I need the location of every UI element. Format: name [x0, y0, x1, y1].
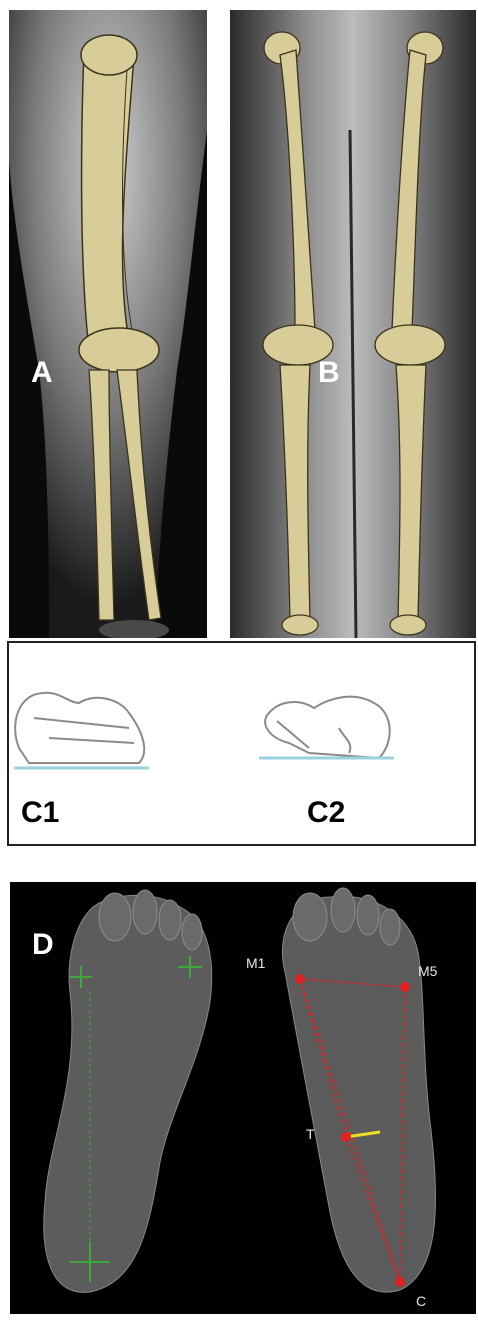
- ap-legs-illustration: [230, 10, 476, 638]
- lateral-leg-illustration: [9, 10, 207, 638]
- point-label-c: C: [416, 1294, 426, 1308]
- panel-b-ap-legs-xray: B: [230, 10, 476, 638]
- point-label-t: T: [306, 1127, 315, 1141]
- panel-label-c1: C1: [21, 798, 59, 828]
- panel-a-lateral-leg-xray: A: [9, 10, 207, 638]
- panel-c-foot-sketches: C1 C2: [7, 641, 476, 846]
- foot-sketches: [9, 643, 476, 846]
- panel-label-d: D: [32, 930, 54, 960]
- panel-label-b: B: [318, 358, 340, 388]
- foot-scan-illustration: [10, 882, 476, 1314]
- point-label-m5: M5: [418, 964, 437, 978]
- panel-label-c2: C2: [307, 798, 345, 828]
- panel-d-plantar-foot-scan: D M1 M5 T C: [10, 882, 476, 1314]
- panel-label-a: A: [31, 358, 53, 388]
- point-label-m1: M1: [246, 956, 265, 970]
